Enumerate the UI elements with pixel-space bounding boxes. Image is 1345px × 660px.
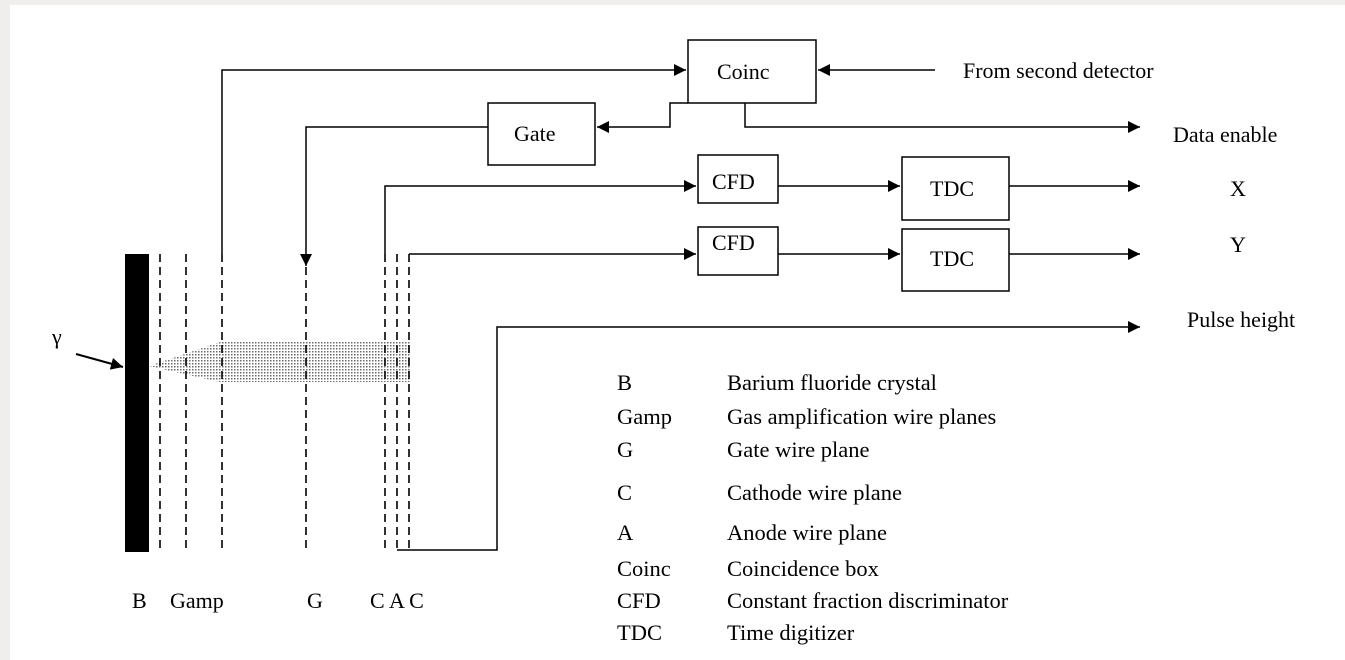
legend-desc: Barium fluoride crystal [727, 370, 937, 395]
data-enable-label: Data enable [1173, 122, 1277, 147]
gamma-symbol: γ [51, 324, 62, 349]
wire-planes [159, 254, 410, 550]
legend-abbr: Gamp [617, 404, 672, 429]
legend-abbr: B [617, 370, 633, 395]
legend-desc: Coincidence box [727, 556, 879, 581]
data-enable-line [744, 103, 1140, 133]
tdc-y-box [901, 228, 1010, 292]
legend-desc: Anode wire plane [727, 520, 887, 545]
gamma-arrow [75, 353, 124, 370]
legend-abbr: TDC [617, 620, 662, 645]
from-second-detector-label: From second detector [963, 58, 1154, 83]
legend-desc: Time digitizer [727, 620, 855, 645]
plane-label-g: G [307, 588, 323, 613]
cfd-y-box-label: CFD [712, 230, 755, 255]
legend-abbr: CFD [617, 588, 661, 613]
legend-desc: Gas amplification wire planes [727, 404, 997, 429]
cfd-x-box [697, 154, 779, 204]
cfd-y-box [697, 226, 779, 276]
electron-cloud [149, 342, 410, 382]
y-output-label: Y [1230, 232, 1246, 257]
legend: B Barium fluoride crystal Gamp Gas ampli… [595, 352, 1175, 660]
plane-label-gamp: Gamp [170, 588, 224, 613]
cfd-x-box-label: CFD [712, 169, 755, 194]
legend-abbr: C [617, 480, 633, 505]
coinc-box [687, 39, 817, 104]
coinc-to-gate-line [597, 102, 688, 133]
legend-desc: Gate wire plane [727, 437, 870, 462]
legend-abbr: Coinc [617, 556, 671, 581]
gate-box [487, 102, 596, 166]
plane-label-b: B [132, 588, 147, 613]
signal-lines [221, 64, 1140, 551]
legend-desc: Cathode wire plane [727, 480, 902, 505]
legend-abbr: G [617, 437, 634, 462]
pulse-height-label: Pulse height [1187, 307, 1295, 332]
tdc-y-box-label: TDC [930, 246, 974, 271]
tdc-x-box [901, 156, 1010, 221]
gate-box-label: Gate [514, 121, 556, 146]
cathode-to-cfd-x-line [384, 180, 696, 254]
gamp-to-coinc-line [221, 64, 686, 254]
plane-label-cac: C A C [370, 588, 424, 613]
legend-desc: Constant fraction discriminator [727, 588, 1009, 613]
barium-fluoride-crystal [125, 254, 149, 552]
coinc-box-label: Coinc [717, 59, 770, 84]
anode-pulse-height-line [397, 321, 1140, 551]
x-output-label: X [1230, 176, 1246, 201]
legend-abbr: A [617, 520, 634, 545]
tdc-x-box-label: TDC [930, 176, 974, 201]
gate-to-plane-line [300, 126, 488, 266]
